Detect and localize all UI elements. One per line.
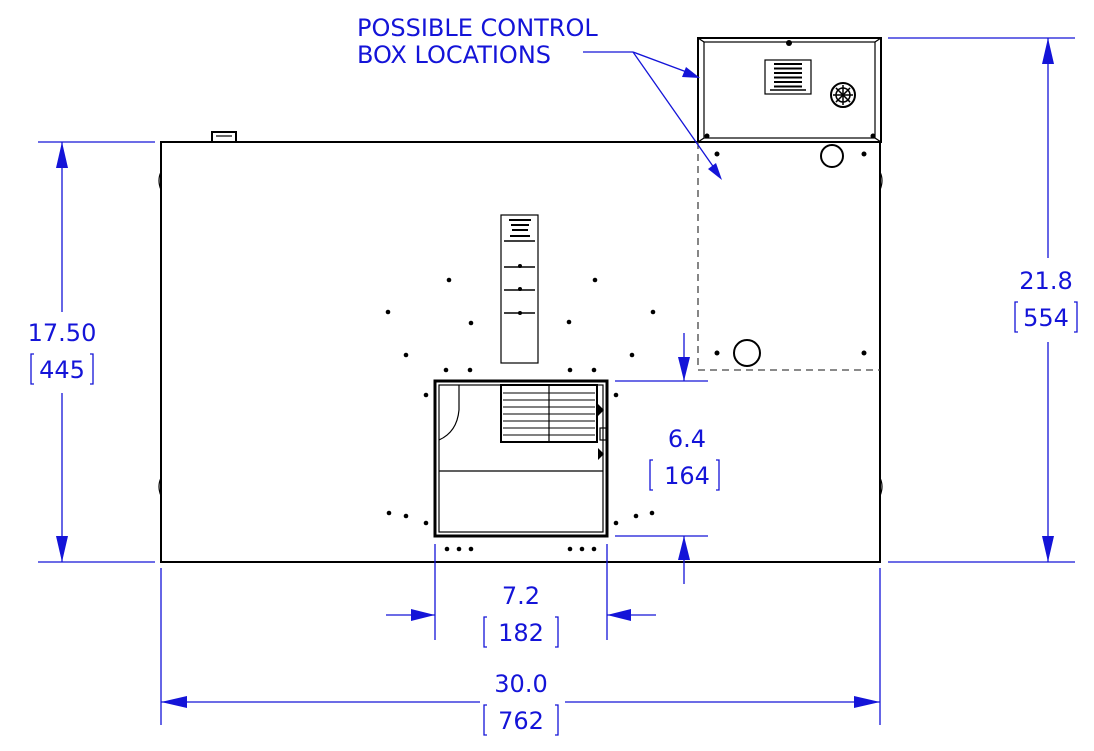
bottom-opening xyxy=(433,379,609,538)
overall-height-inches-label: 21.8 xyxy=(1019,267,1072,295)
mounting-hole xyxy=(468,320,474,326)
mounting-hole xyxy=(386,510,392,516)
mounting-hole xyxy=(567,546,573,552)
mounting-hole xyxy=(443,367,449,373)
mounting-hole xyxy=(403,513,409,519)
dimension-width: 30.0 762 xyxy=(160,568,881,736)
right-bump-top xyxy=(879,171,883,191)
dimension-opening-height: 6.4 164 xyxy=(615,333,720,584)
knockout-bottom xyxy=(733,339,761,367)
alternate-control-box-location xyxy=(697,142,880,371)
mounting-hole xyxy=(468,546,474,552)
opening-width-mm-label: 182 xyxy=(498,619,544,647)
width-mm-label: 762 xyxy=(498,707,544,735)
mounting-hole xyxy=(613,520,619,526)
label-strip xyxy=(500,214,539,364)
mounting-hole xyxy=(649,510,655,516)
control-box xyxy=(697,37,882,143)
mounting-hole xyxy=(403,352,409,358)
mounting-hole xyxy=(444,546,450,552)
mounting-hole xyxy=(629,352,635,358)
annotation-line-1: POSSIBLE CONTROL xyxy=(357,14,598,42)
knockout-top xyxy=(820,144,844,168)
mounting-hole xyxy=(633,513,639,519)
opening-outline xyxy=(433,379,609,538)
mounting-hole xyxy=(446,277,452,283)
mounting-hole xyxy=(566,319,572,325)
cooling-fan-icon xyxy=(830,82,856,108)
mounting-hole xyxy=(579,546,585,552)
width-inches-label: 30.0 xyxy=(494,670,547,698)
unit-body xyxy=(158,131,883,563)
left-bump-bottom xyxy=(158,477,162,497)
opening-height-inches-label: 6.4 xyxy=(668,425,706,453)
top-connector xyxy=(211,131,237,143)
nameplate xyxy=(764,59,812,95)
right-bump-bottom xyxy=(879,477,883,497)
dimension-height: 17.50 445 xyxy=(28,141,155,563)
mounting-hole xyxy=(650,309,656,315)
dimension-overall-height: 21.8 554 xyxy=(888,37,1078,563)
mounting-hole xyxy=(591,546,597,552)
leader-1 xyxy=(632,51,693,75)
mounting-hole xyxy=(423,520,429,526)
mounting-hole xyxy=(567,367,573,373)
overall-height-mm-label: 554 xyxy=(1023,304,1069,332)
mounting-hole xyxy=(456,546,462,552)
control-box-outline xyxy=(697,37,882,143)
mounting-hole xyxy=(385,309,391,315)
leader-2 xyxy=(632,51,718,173)
alternate-box-hidden-outline xyxy=(697,142,880,371)
height-mm-label: 445 xyxy=(39,356,85,384)
annotation-line-2: BOX LOCATIONS xyxy=(357,41,551,69)
mounting-hole xyxy=(613,392,619,398)
mounting-hole xyxy=(591,367,597,373)
opening-height-mm-label: 164 xyxy=(664,462,710,490)
opening-width-inches-label: 7.2 xyxy=(502,582,540,610)
unit-outline xyxy=(160,141,881,563)
mounting-hole xyxy=(467,367,473,373)
mounting-holes xyxy=(385,277,656,552)
dimension-opening-width: 7.2 182 xyxy=(386,544,656,648)
height-inches-label: 17.50 xyxy=(28,319,97,347)
label-strip-outline xyxy=(500,214,539,364)
mounting-hole xyxy=(423,392,429,398)
left-bump-top xyxy=(158,171,162,191)
control-box-annotation: POSSIBLE CONTROL BOX LOCATIONS xyxy=(357,14,722,180)
mounting-hole xyxy=(592,277,598,283)
